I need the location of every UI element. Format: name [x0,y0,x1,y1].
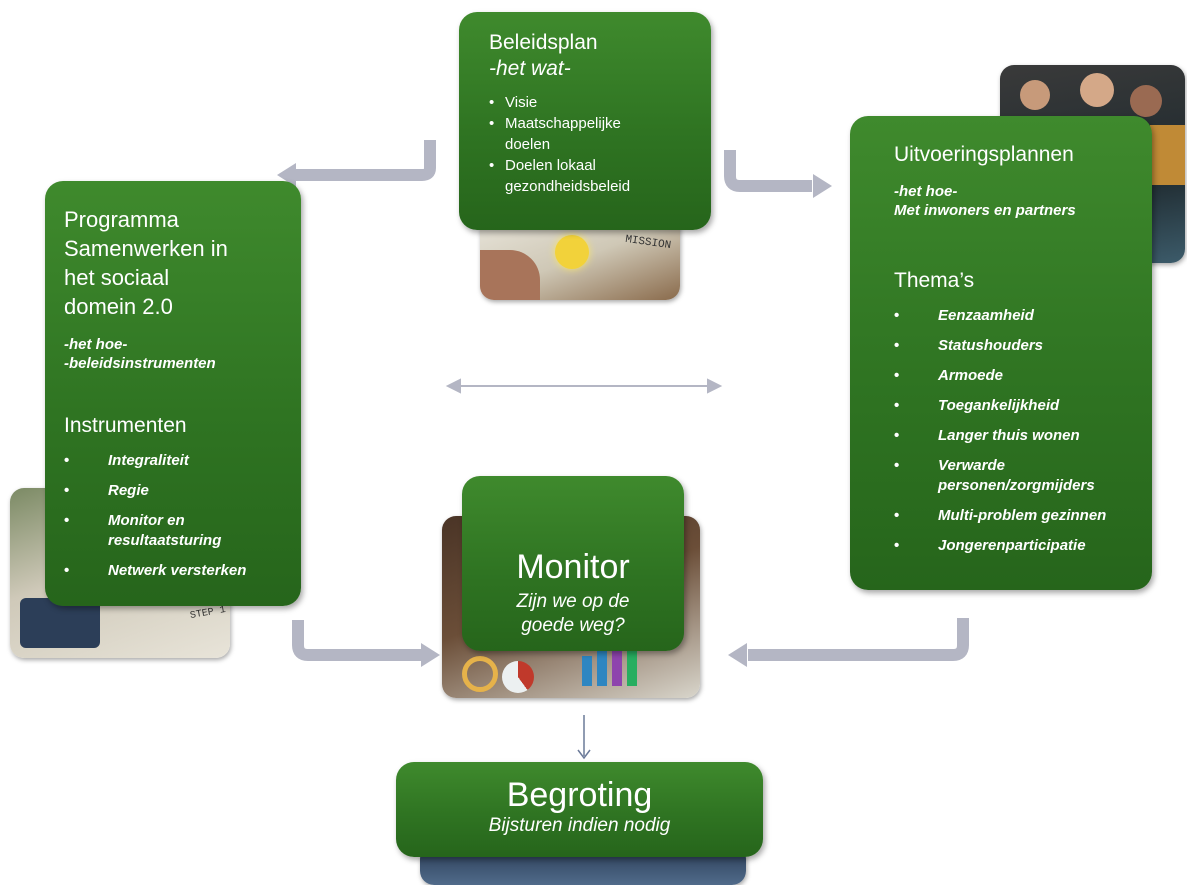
monitor-subtitle: Zijn we op de goede weg? [516,591,630,636]
uitvoering-section-title: Thema’s [894,269,975,292]
arrow-monitor-to-begroting [577,715,591,760]
beleidsplan-subtitle: -het wat- [489,57,571,80]
uitvoering-list: Eenzaamheid Statushouders Armoede Toegan… [894,306,1138,556]
programma-list: Integraliteit Regie Monitor en resultaat… [64,451,285,581]
programma-subtitle-1: -het hoe- [64,336,128,353]
arrowhead-monitor-left [421,643,440,667]
programma-subtitle-2: -beleidsinstrumenten [64,355,216,372]
arrow-programma-to-monitor [292,620,422,661]
list-item: Statushouders [894,336,1138,356]
begroting-box: Begroting Bijsturen indien nodig [396,762,763,857]
list-item: Multi-problem gezinnen [894,506,1138,526]
monitor-box: Monitor Zijn we op de goede weg? [462,476,684,651]
uitvoering-title: Uitvoeringsplannen [894,143,1074,166]
uitvoering-subtitle-2: Met inwoners en partners [894,202,1076,219]
list-item: Maatschappelijke doelen [489,113,660,155]
uitvoering-box: Uitvoeringsplannen -het hoe- Met inwoner… [850,116,1152,590]
beleidsplan-title: Beleidsplan [489,31,598,54]
list-item: Toegankelijkheid [894,396,1138,416]
beleidsplan-list: Visie Maatschappelijke doelen Doelen lok… [489,92,693,197]
list-item: Regie [64,481,285,501]
list-item: Verwarde personen/zorgmijders [894,456,1095,496]
list-item: Visie [489,92,693,113]
list-item: Monitor en resultaatsturing [64,511,248,551]
programma-section-title: Instrumenten [64,414,187,437]
list-item: Doelen lokaal gezondheidsbeleid [489,155,680,197]
beleidsplan-box: Beleidsplan -het wat- Visie Maatschappel… [459,12,711,230]
double-arrow-horizontal [445,378,723,394]
arrow-beleidsplan-to-programma [295,140,436,181]
arrowhead-programma [277,163,296,187]
list-item: Netwerk versterken [64,561,285,581]
begroting-title: Begroting [506,776,653,814]
list-item: Integraliteit [64,451,285,471]
monitor-title: Monitor [516,548,630,586]
list-item: Armoede [894,366,1138,386]
uitvoering-subtitle-1: -het hoe- [894,183,958,200]
begroting-subtitle: Bijsturen indien nodig [488,815,671,836]
programma-box: Programma Samenwerken in het sociaal dom… [45,181,301,606]
arrow-beleidsplan-to-uitvoering [724,150,812,192]
list-item: Langer thuis wonen [894,426,1138,446]
list-item: Eenzaamheid [894,306,1138,326]
arrow-uitvoering-to-monitor [748,618,969,661]
programma-title: Programma Samenwerken in het sociaal dom… [64,207,228,319]
arrowhead-monitor-right [728,643,747,667]
list-item: Jongerenparticipatie [894,536,1138,556]
arrowhead-uitvoering [813,174,832,198]
